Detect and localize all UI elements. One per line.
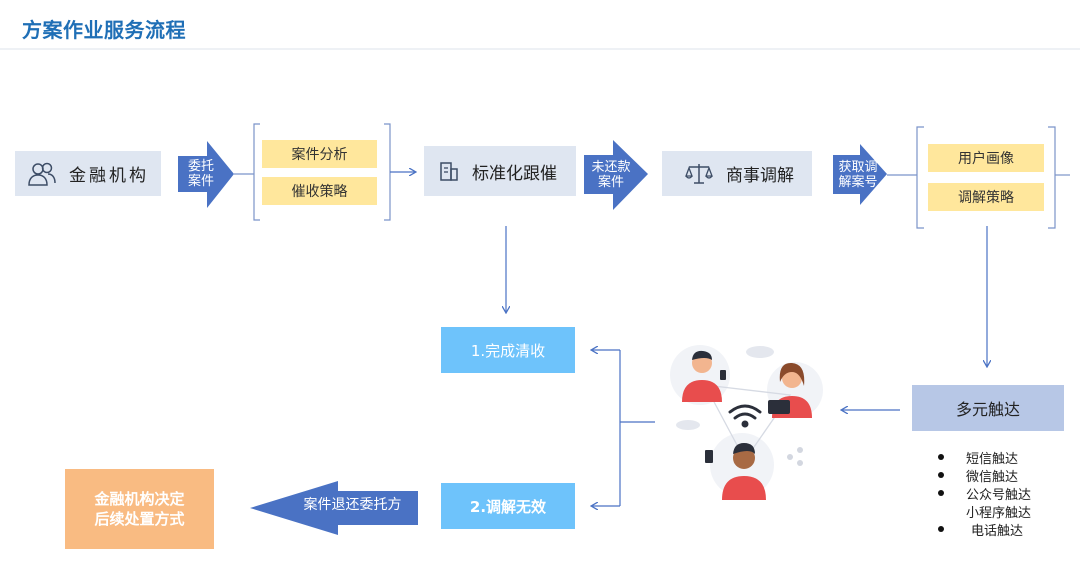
unpaid-arrow [584, 140, 648, 210]
obtain-case-arrow [833, 144, 887, 205]
person-avatar [682, 350, 726, 402]
bullet-dot [938, 526, 944, 532]
bullet-dot [938, 454, 944, 460]
delegate-label-line1: 委托 [187, 159, 214, 174]
person-avatar [768, 362, 812, 418]
node-standard-collection: 标准化跟催 [424, 146, 576, 196]
building-icon [438, 160, 460, 182]
mediation-label: 商事调解 [726, 166, 794, 186]
collection-strategy-item: 催收策略 [262, 177, 377, 205]
bullet-dot [938, 472, 944, 478]
delegate-arrow-label: 委托 案件 [181, 159, 221, 189]
bullet-dot [938, 490, 944, 496]
node-complete-collection: 1.完成清收 [441, 327, 575, 373]
channel-label: 微信触达 [966, 469, 1019, 485]
share-icon [787, 447, 803, 466]
mediation-strategy-item: 调解策略 [928, 183, 1044, 211]
return-case-label: 案件退还委托方 [303, 497, 402, 513]
unpaid-label-line1: 未还款 [591, 160, 631, 175]
page-title: 方案作业服务流程 [22, 18, 186, 42]
channel-label: 电话触达 [971, 523, 1024, 539]
title-divider [0, 48, 1080, 50]
obtain-label-line1: 获取调 [838, 160, 878, 175]
decision-line1: 金融机构决定 [94, 490, 185, 508]
bracket-left-2 [916, 126, 924, 229]
bracket-right-2 [1048, 126, 1056, 229]
list-item: 短信触达 [938, 448, 1078, 467]
wifi-icon [728, 404, 762, 428]
bracket-right-1 [384, 123, 391, 221]
list-item: 电话触达 [938, 520, 1078, 539]
users-icon [27, 161, 57, 187]
node-multi-touch: 多元触达 [912, 385, 1064, 431]
obtain-label-line2: 解案号 [838, 175, 878, 190]
standard-collection-label: 标准化跟催 [472, 163, 557, 184]
scales-icon [684, 161, 714, 187]
channel-label: 短信触达 [966, 451, 1019, 467]
return-case-arrow [250, 481, 418, 535]
list-item: 公众号触达 [938, 484, 1078, 503]
node-institution-decision: 金融机构决定 后续处置方式 [65, 469, 214, 549]
list-item: 小程序触达 [938, 502, 1078, 521]
channel-label: 公众号触达 [966, 487, 1032, 503]
cloud-icon [676, 346, 774, 430]
unpaid-arrow-label: 未还款 案件 [586, 160, 636, 190]
list-item: 微信触达 [938, 466, 1078, 485]
node-mediation: 商事调解 [662, 151, 812, 196]
node-institution: 金融机构 [15, 151, 161, 196]
node-mediation-invalid: 2.调解无效 [441, 483, 575, 529]
unpaid-label-line2: 案件 [597, 175, 624, 190]
delegate-label-line2: 案件 [187, 174, 214, 189]
touch-channel-list: 短信触达 微信触达 公众号触达 小程序触达 电话触达 [938, 448, 1078, 539]
connected-people-illustration [670, 345, 823, 500]
user-profile-item: 用户画像 [928, 144, 1044, 172]
decision-line2: 后续处置方式 [94, 510, 185, 528]
institution-label: 金融机构 [69, 166, 149, 186]
case-analysis-item: 案件分析 [262, 140, 377, 168]
obtain-arrow-label: 获取调 解案号 [834, 160, 882, 190]
person-avatar [705, 443, 766, 500]
channel-label: 小程序触达 [966, 505, 1032, 521]
delegate-arrow [178, 141, 234, 208]
bracket-left-1 [253, 123, 260, 221]
